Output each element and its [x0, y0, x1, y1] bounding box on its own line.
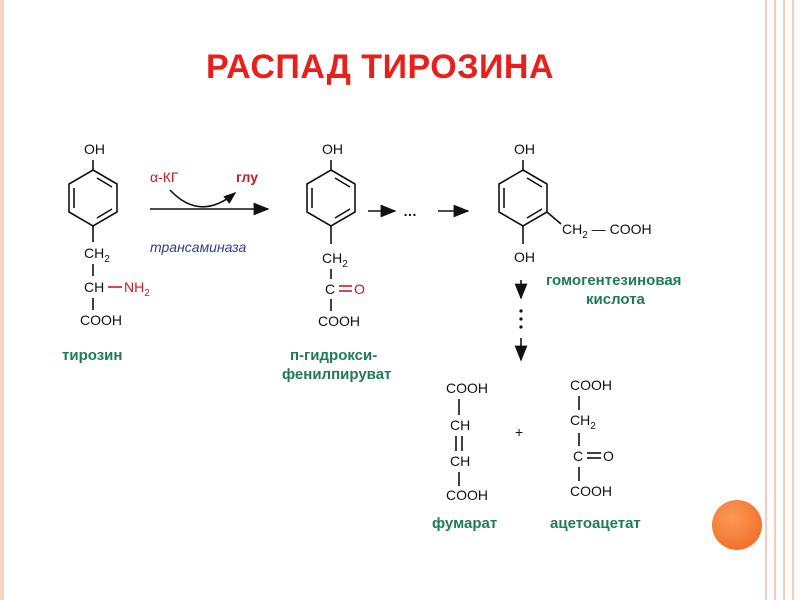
fumarate-ch-2-label: CH — [450, 453, 470, 469]
hga-oh-bottom-label: OH — [514, 249, 535, 265]
hga-side-chain-bond — [546, 211, 562, 225]
hpp-ch2-label: CH2 — [322, 250, 348, 270]
hpp-name-line1: п-гидрокси- — [290, 347, 377, 364]
tyrosine-ch-label: CH — [84, 279, 104, 295]
hpp-name-line2: фенилпируват — [282, 366, 391, 383]
tyrosine-ch2-label: CH2 — [84, 245, 110, 265]
hpp-oh-label: OH — [322, 141, 343, 157]
dot-2 — [519, 317, 523, 321]
ellipsis-label: … — [403, 203, 417, 219]
tyrosine-oh-label: OH — [84, 141, 105, 157]
cosubstrate-curved-arrow — [169, 189, 237, 208]
hga-name-line1: гомогентезиновая — [546, 272, 681, 289]
acetoacetate-name-label: ацетоацетат — [550, 515, 641, 532]
acetoacetate-ch2-label: CH2 — [570, 412, 596, 432]
acetoacetate-carbonyl-o-label: O — [603, 448, 614, 464]
hga-ch2-cooh-label: CH2 — COOH — [562, 221, 652, 241]
decorative-stripes — [762, 0, 800, 600]
glutamate-label: глу — [236, 169, 258, 185]
tyrosine-cooh-label: COOH — [80, 312, 122, 328]
tyrosine-name-label: тирозин — [62, 347, 122, 364]
tyrosine-nh2-label: NH2 — [124, 279, 150, 299]
hga-ring-double-bond-2 — [526, 208, 543, 219]
plus-sign: + — [515, 424, 523, 440]
dot-1 — [519, 309, 523, 313]
homogentisic-acid-structure: OH OH CH2 — COOH гомогентезиновая кислот… — [498, 141, 681, 308]
fumarate-structure: COOH CH CH COOH фумарат — [432, 380, 497, 532]
acetoacetate-cooh-bottom-label: COOH — [570, 483, 612, 499]
dot-3 — [519, 325, 523, 329]
hpp-benzene-ring — [306, 169, 356, 227]
alpha-ketoglutarate-label: α-КГ — [150, 169, 179, 185]
intermediate-steps: … — [368, 203, 470, 219]
fumarate-cooh-top-label: COOH — [446, 380, 488, 396]
slide-title: РАСПАД ТИРОЗИНА — [205, 48, 555, 86]
hpp-carbonyl-o-label: O — [354, 281, 365, 297]
fumarate-cooh-bottom-label: COOH — [446, 487, 488, 503]
tyrosine-benzene-ring — [68, 169, 118, 227]
fumarate-name-label: фумарат — [432, 515, 497, 532]
hpp-ring-double-bond-2 — [334, 208, 351, 219]
hga-oh-top-label: OH — [514, 141, 535, 157]
acetoacetate-carbonyl-c-label: C — [573, 448, 583, 464]
hpp-ring-double-bond-1 — [334, 177, 351, 188]
hga-name-line2: кислота — [586, 291, 646, 308]
hydroxyphenylpyruvate-structure: OH CH2 C O COOH п-гидрокси- фенилпируват — [282, 141, 391, 383]
hpp-carbonyl-c-label: C — [325, 281, 335, 297]
hpp-cooh-label: COOH — [318, 313, 360, 329]
hga-ring-double-bond-1 — [526, 177, 543, 188]
fumarate-ch-1-label: CH — [450, 417, 470, 433]
left-border — [0, 0, 4, 600]
acetoacetate-cooh-top-label: COOH — [570, 377, 612, 393]
transamination-step: α-КГ глу трансаминаза — [150, 169, 270, 255]
tyrosine-ring-double-bond-2 — [96, 208, 113, 219]
acetoacetate-structure: COOH CH2 C O COOH ацетоацетат — [550, 377, 641, 532]
tyrosine-structure: OH CH2 CH NH2 COOH тирозин — [62, 141, 150, 364]
decorative-orange-circle — [712, 500, 762, 550]
cleavage-arrow — [514, 280, 528, 362]
tyrosine-ring-double-bond-1 — [96, 177, 113, 188]
hga-benzene-ring — [498, 169, 548, 227]
transaminase-enzyme-label: трансаминаза — [150, 239, 246, 255]
